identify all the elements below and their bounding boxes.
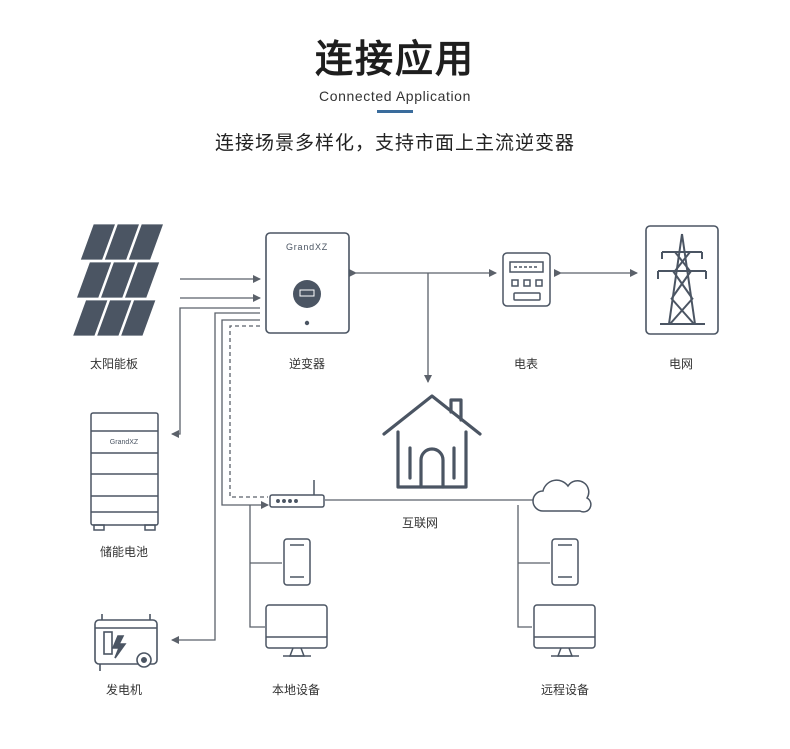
inverter-label: 逆变器	[288, 357, 325, 371]
solar-panel-icon	[72, 223, 164, 337]
inverter-brand-label: GrandXZ	[286, 242, 328, 252]
electric-meter-icon	[502, 252, 551, 307]
remote-phone-icon	[551, 538, 579, 586]
cloud-to-remote-devices-line	[517, 505, 532, 628]
page-tagline: 连接场景多样化，支持市面上主流逆变器	[214, 132, 575, 154]
house-icon	[382, 394, 482, 489]
internet-label: 互联网	[401, 516, 438, 530]
battery-label: 储能电池	[99, 545, 148, 559]
power-tower-icon	[645, 225, 719, 335]
remote-monitor-icon	[533, 604, 596, 657]
router-to-local-devices-line	[249, 505, 265, 628]
local-monitor-icon	[265, 604, 328, 657]
local-devices-label: 本地设备	[271, 683, 320, 697]
generator-label: 发电机	[105, 683, 142, 697]
inverter-to-router-dashed-line	[229, 325, 268, 498]
generator-icon	[94, 614, 158, 671]
battery-stack-icon	[90, 412, 159, 531]
connection-lines	[171, 269, 638, 644]
solar-panel-label: 太阳能板	[89, 357, 138, 371]
title-accent-line	[377, 110, 413, 113]
grid-label: 电网	[668, 357, 693, 371]
page-subtitle: Connected Application	[319, 88, 471, 104]
meter-label: 电表	[513, 357, 538, 371]
page-title: 连接应用	[314, 37, 475, 81]
inverter-to-generator-line	[171, 312, 260, 644]
cloud-icon	[532, 479, 592, 513]
local-phone-icon	[283, 538, 311, 586]
remote-devices-label: 远程设备	[540, 683, 589, 697]
inverter-to-local-line	[221, 319, 269, 509]
inverter-to-battery-line	[171, 307, 260, 438]
battery-brand-label: GrandXZ	[110, 439, 139, 446]
inverter-icon	[265, 232, 350, 334]
router-icon	[269, 480, 325, 508]
